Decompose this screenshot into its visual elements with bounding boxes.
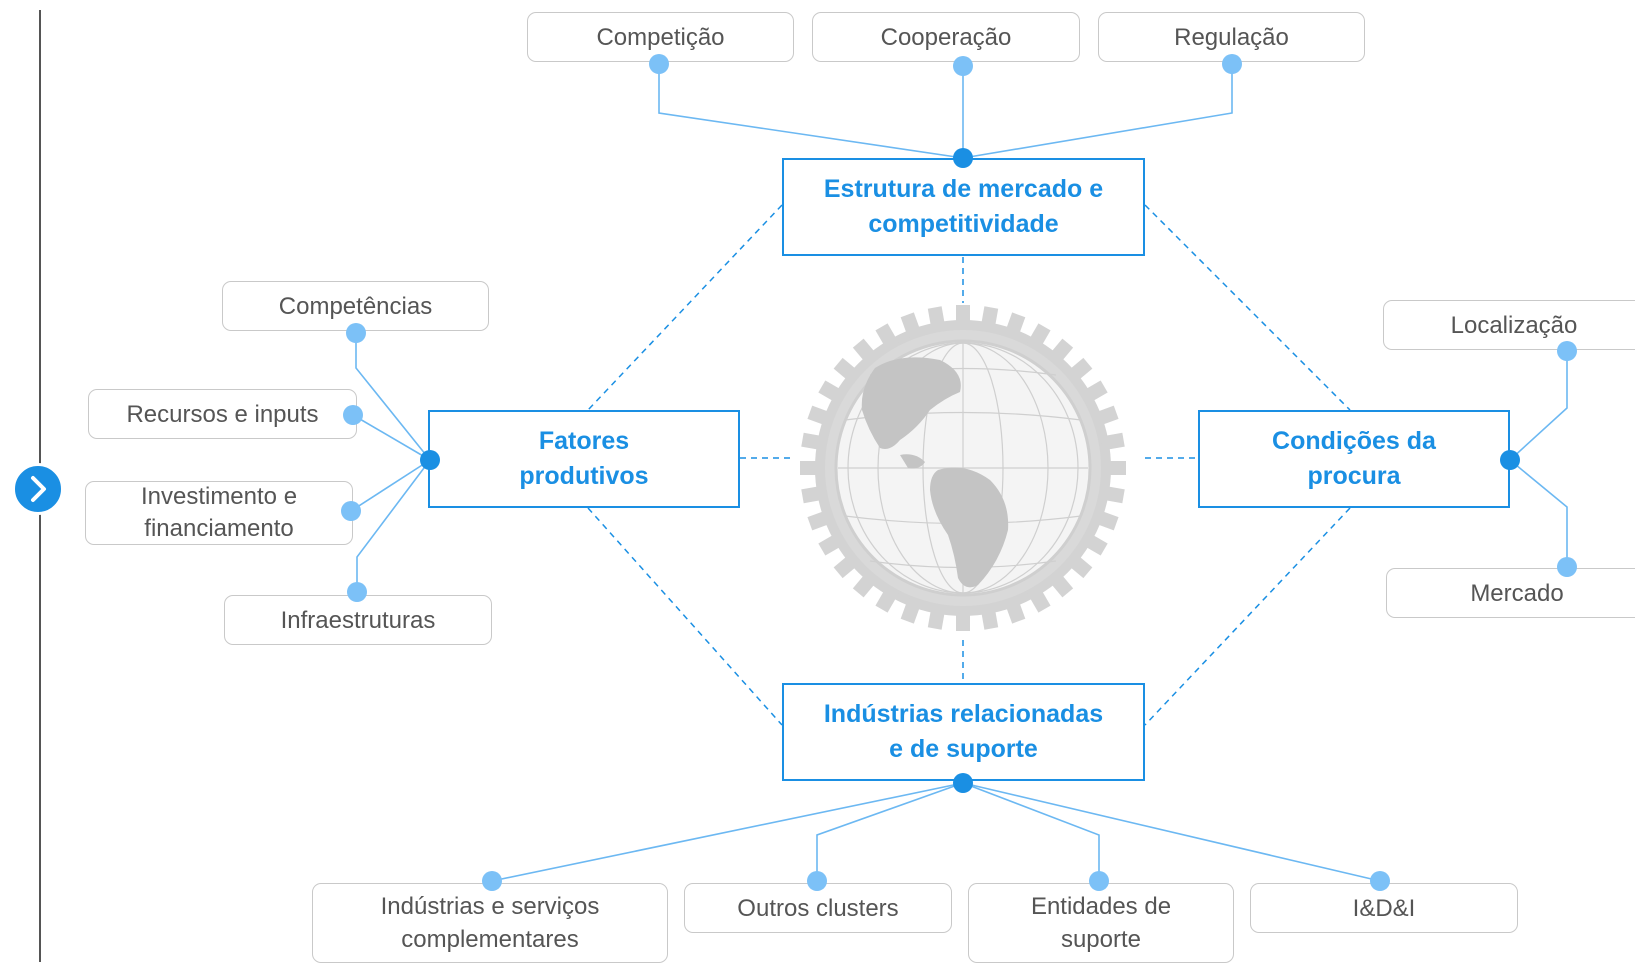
leaf-label: Outros clusters [737, 894, 899, 922]
leaf-label: Regulação [1174, 23, 1289, 51]
gear-tooth [956, 305, 970, 327]
gear-tooth [1100, 485, 1125, 504]
gear-tooth [1081, 380, 1108, 404]
leaf-label: Cooperação [880, 23, 1012, 51]
next-button[interactable] [12, 463, 64, 515]
gear-tooth [807, 509, 833, 531]
leaf-label: I&D&I [1352, 894, 1416, 922]
leaf-cooperacao[interactable]: Cooperação [812, 12, 1080, 62]
leaf-localizacao[interactable]: Localização [1383, 300, 1635, 350]
gear-tooth [1066, 553, 1093, 579]
gear-tooth [1081, 532, 1108, 556]
gear-tooth [801, 485, 826, 504]
wire-competencias [355, 333, 431, 461]
gear-tooth [1027, 323, 1051, 350]
leaf-label: Investimento e financiamento [140, 483, 298, 542]
gear-tooth [818, 380, 845, 404]
gear-tooth [1104, 461, 1126, 475]
gear-tooth [900, 598, 922, 624]
leaf-mercado[interactable]: Mercado [1386, 568, 1635, 618]
dash-market-factors [587, 204, 783, 411]
gear-tooth [1093, 509, 1119, 531]
wire-infraestruturas [356, 459, 431, 592]
gear-tooth [833, 357, 860, 383]
gear-tooth [801, 432, 826, 451]
hub-factors-label: Fatores produtivos [519, 427, 649, 490]
wire-investimento [350, 459, 431, 512]
hub-industries-label: Indústrias relacionadas e de suporte [823, 700, 1104, 763]
gear-tooth [1004, 312, 1026, 338]
gear-tooth [800, 461, 822, 475]
gear-tooth [927, 605, 946, 630]
hub-demand-label: Condições da procura [1272, 427, 1436, 490]
dash-market-demand [1144, 204, 1351, 411]
gear-tooth [818, 532, 845, 556]
wire-ind-servicos [491, 782, 964, 882]
globe-gear-icon [800, 305, 1126, 631]
gear-tooth [1027, 586, 1051, 613]
wire-mercado [1509, 459, 1568, 567]
gear-tooth [852, 338, 878, 365]
leaf-infraestruturas[interactable]: Infraestruturas [224, 595, 492, 645]
leaf-industrias-servicos[interactable]: Indústrias e serviços complementares [312, 883, 668, 963]
hub-productive-factors[interactable]: Fatores produtivos [428, 410, 740, 508]
gear-tooth [1093, 405, 1119, 427]
gear-tooth [875, 586, 899, 613]
gear-tooth [852, 571, 878, 598]
hub-market-label: Estrutura de mercado e competitividade [823, 175, 1104, 238]
wire-outros-clusters [816, 782, 964, 881]
leaf-label: Recursos e inputs [126, 400, 319, 428]
wire-localizacao [1509, 351, 1568, 461]
leaf-label: Infraestruturas [280, 606, 436, 634]
leaf-outros-clusters[interactable]: Outros clusters [684, 883, 952, 933]
gear-tooth [1100, 432, 1125, 451]
leaf-regulacao[interactable]: Regulação [1098, 12, 1365, 62]
wire-entidades [962, 782, 1100, 881]
chevron-right-icon [31, 476, 46, 502]
leaf-label: Entidades de suporte [1030, 893, 1172, 953]
wire-recursos [352, 414, 431, 461]
leaf-label: Indústrias e serviços complementares [380, 893, 600, 953]
dash-factors-industries [587, 507, 783, 726]
dash-demand-industries [1144, 507, 1351, 726]
hub-demand-conditions[interactable]: Condições da procura [1198, 410, 1510, 508]
gear-tooth [875, 323, 899, 350]
gear-tooth [980, 306, 999, 331]
hub-related-industries[interactable]: Indústrias relacionadas e de suporte [782, 683, 1145, 781]
leaf-competencias[interactable]: Competências [222, 281, 489, 331]
leaf-competicao[interactable]: Competição [527, 12, 794, 62]
gear-tooth [927, 306, 946, 331]
leaf-label: Mercado [1470, 579, 1564, 607]
gear-tooth [833, 553, 860, 579]
leaf-label: Competências [278, 292, 433, 320]
gear-tooth [956, 609, 970, 631]
gear-tooth [1004, 598, 1026, 624]
leaf-recursos-inputs[interactable]: Recursos e inputs [88, 389, 357, 439]
gear-tooth [807, 405, 833, 427]
hub-market-structure[interactable]: Estrutura de mercado e competitividade [782, 158, 1145, 256]
leaf-idi[interactable]: I&D&I [1250, 883, 1518, 933]
leaf-label: Competição [596, 23, 725, 51]
gear-tooth [1048, 338, 1074, 365]
leaf-label: Localização [1450, 311, 1578, 339]
wire-idi [962, 782, 1381, 882]
leaf-entidades-suporte[interactable]: Entidades de suporte [968, 883, 1234, 963]
gear-tooth [980, 605, 999, 630]
leaf-investimento-financiamento[interactable]: Investimento e financiamento [85, 481, 353, 545]
gear-tooth [900, 312, 922, 338]
gear-tooth [1048, 571, 1074, 598]
gear-tooth [1066, 357, 1093, 383]
wire-regulacao [962, 64, 1233, 159]
wire-competicao [658, 64, 964, 159]
